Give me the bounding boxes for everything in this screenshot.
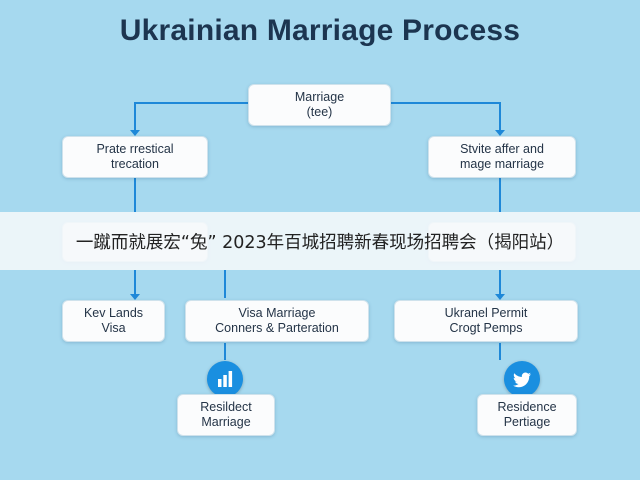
node-label-line1: Prate rrestical xyxy=(96,142,174,156)
node-ukranel-permit: Ukranel Permit Crogt Pemps xyxy=(394,300,578,342)
twitter-bird-icon xyxy=(504,361,540,397)
node-label-line2: Visa xyxy=(101,321,126,335)
page-title: Ukrainian Marriage Process xyxy=(119,14,521,47)
node-label-line1: Residence xyxy=(497,400,557,414)
node-label-line2: Pertiage xyxy=(503,415,551,429)
node-kev-lands-visa: Kev Lands Visa xyxy=(62,300,165,342)
node-label-line1: Ukranel Permit xyxy=(444,306,528,320)
node-label-line2: (tee) xyxy=(306,105,333,119)
overlay-banner: 一蹴而就展宏“兔” 2023年百城招聘新春现场招聘会（揭阳站） xyxy=(0,212,640,270)
bird-glyph xyxy=(513,372,531,388)
node-label-line2: trecation xyxy=(111,157,159,171)
node-residence-pertiage: Residence Pertiage xyxy=(477,394,577,436)
node-label-line1: Stvite affer and xyxy=(460,142,544,156)
node-label-line2: Conners & Parteration xyxy=(215,321,339,335)
node-label-line1: Visa Marriage xyxy=(238,306,316,320)
node-visa-marriage: Visa Marriage Conners & Parteration xyxy=(185,300,369,342)
node-prate-rrestical: Prate rrestical trecation xyxy=(62,136,208,178)
node-marriage-fee: Marriage (tee) xyxy=(248,84,391,126)
node-label-line1: Resildect xyxy=(200,400,252,414)
bar-chart-glyph xyxy=(218,371,233,387)
node-label-line2: Marriage xyxy=(201,415,251,429)
node-label-line2: Crogt Pemps xyxy=(449,321,523,335)
node-label-line1: Marriage xyxy=(294,90,345,104)
node-label-line2: mage marriage xyxy=(459,157,545,171)
node-label-line1: Kev Lands xyxy=(83,306,144,320)
node-resident-marriage: Resildect Marriage xyxy=(177,394,275,436)
node-stvite-affer: Stvite affer and mage marriage xyxy=(428,136,576,178)
bar-chart-icon xyxy=(207,361,243,397)
